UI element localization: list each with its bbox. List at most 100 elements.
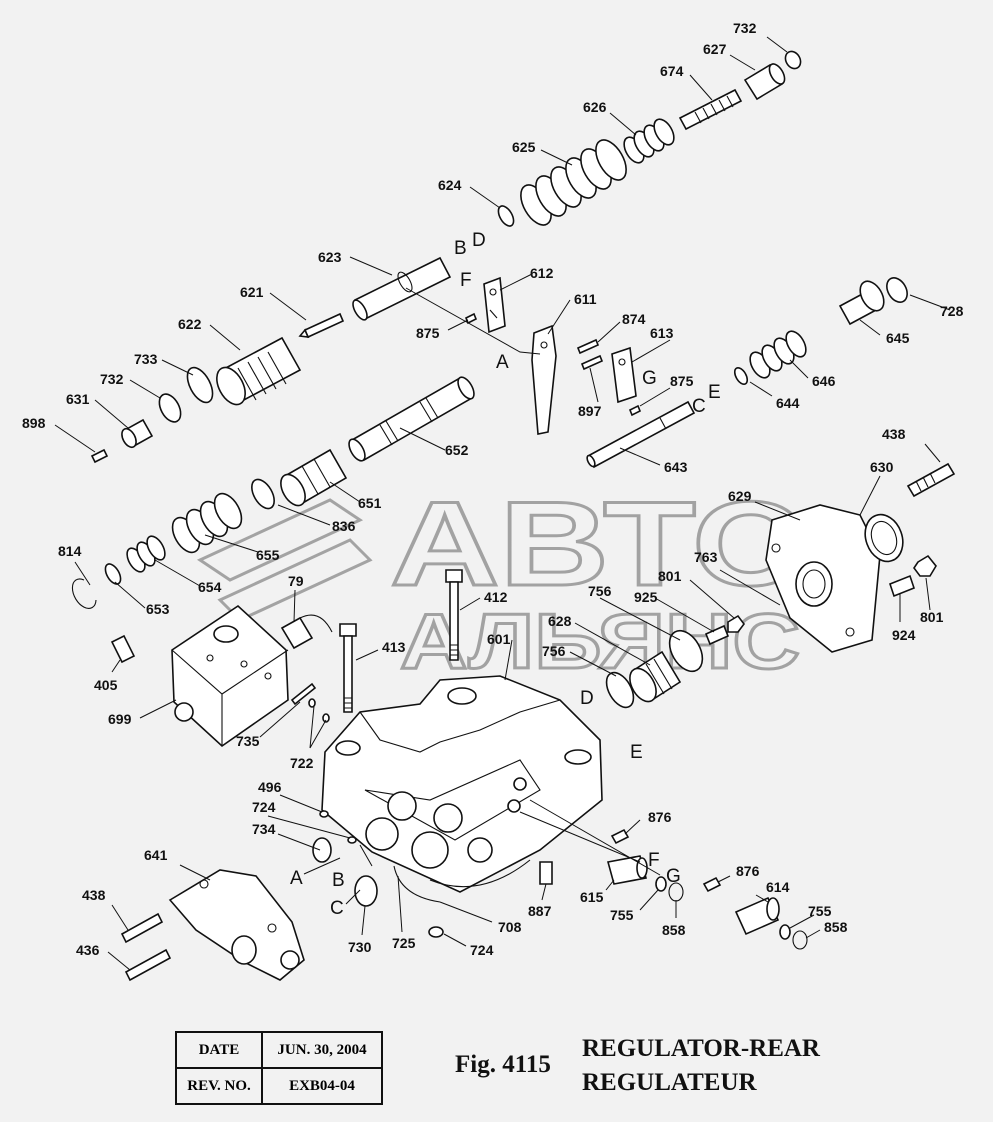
figure-title-fr: REGULATEUR	[582, 1069, 757, 1096]
stud-925	[704, 624, 730, 646]
part-label: 628	[548, 613, 572, 629]
part-label: 875	[670, 373, 694, 389]
part-label: 438	[82, 887, 106, 903]
spool-674-threads	[694, 95, 734, 124]
part-label: 611	[574, 291, 597, 307]
part-label: 898	[22, 415, 46, 431]
ring-630	[864, 513, 904, 563]
part-label: 858	[824, 919, 848, 935]
part-label: 615	[580, 889, 604, 905]
watermark: АВТО АЛЬЯНС	[196, 476, 812, 687]
spring-625	[520, 139, 627, 226]
ref-letter: F	[460, 270, 472, 291]
oring-722-a	[308, 698, 316, 708]
ref-letter: E	[630, 742, 643, 763]
part-label: 405	[94, 677, 118, 693]
part-label: 625	[512, 139, 536, 155]
ref-letter: C	[330, 898, 344, 919]
oring-724-a	[347, 836, 357, 844]
stud-924	[889, 574, 915, 598]
pin-875-a	[464, 312, 478, 325]
washer-644	[733, 367, 749, 385]
part-label: 621	[240, 284, 264, 300]
part-label: 652	[445, 442, 469, 458]
part-label: 756	[588, 583, 612, 599]
part-label: 699	[108, 711, 132, 727]
part-label: 631	[66, 391, 90, 407]
pin-897	[580, 354, 604, 371]
right-plug-assembly	[733, 277, 908, 385]
lever-611-hole	[540, 341, 548, 349]
part-label: 875	[416, 325, 440, 341]
oring-732-top	[784, 50, 802, 70]
part-label: 897	[578, 403, 602, 419]
part-label: 601	[487, 631, 511, 647]
lever-612-slot	[489, 309, 498, 319]
bolt-436	[124, 948, 172, 982]
lever-612	[483, 276, 506, 334]
oring-756-a	[668, 629, 704, 673]
fitting-628	[629, 650, 682, 703]
part-label: 814	[58, 543, 82, 559]
part-label: 876	[736, 863, 760, 879]
spool-674	[678, 88, 743, 131]
part-label: 925	[634, 589, 658, 605]
part-label: 732	[733, 20, 757, 36]
part-label: 725	[392, 935, 416, 951]
plug-645-head	[859, 280, 885, 312]
part-label: 438	[882, 426, 906, 442]
part-label: 646	[812, 373, 836, 389]
pin-876-a	[610, 828, 630, 845]
part-label: 436	[76, 942, 100, 958]
ref-letter: A	[496, 352, 509, 373]
watermark-line2: АЛЬЯНС	[400, 597, 800, 685]
oring-734	[312, 837, 332, 863]
spring-626	[623, 118, 675, 164]
part-label: 79	[288, 573, 304, 589]
cover-641	[168, 869, 305, 981]
spring-646	[749, 330, 807, 379]
oring-733	[186, 366, 214, 404]
pin-876-b	[702, 876, 722, 893]
part-label: 626	[583, 99, 607, 115]
part-label: 645	[886, 330, 910, 346]
bolt-405	[110, 634, 136, 664]
part-label: 614	[766, 879, 790, 895]
part-label: 630	[870, 459, 894, 475]
spring-654	[126, 535, 166, 573]
cover-629	[765, 504, 881, 653]
part-label: 735	[236, 733, 260, 749]
ref-letter: D	[472, 230, 486, 251]
piston-623	[353, 256, 452, 321]
rev-value: EXB04-04	[261, 1067, 383, 1105]
part-label: 627	[703, 41, 727, 57]
part-label: 654	[198, 579, 222, 595]
ring-858-b	[792, 930, 808, 950]
part-label: 724	[252, 799, 276, 815]
part-label: 623	[318, 249, 342, 265]
part-label: 722	[290, 755, 314, 771]
ref-letter: B	[332, 870, 345, 891]
ref-letter: G	[666, 866, 681, 887]
nut-801-mid	[727, 614, 745, 633]
part-label: 629	[728, 488, 752, 504]
part-label: 644	[776, 395, 800, 411]
rod-643	[586, 400, 696, 469]
spool-614-end	[766, 897, 780, 921]
part-label: 801	[658, 568, 682, 584]
ref-letter: C	[692, 396, 706, 417]
part-labels: 732 627 674 626 625 624 623 612 611 621 …	[22, 20, 964, 958]
part-label: 655	[256, 547, 280, 563]
part-label: 756	[542, 643, 566, 659]
bolt-413	[339, 623, 357, 713]
part-label: 734	[252, 821, 276, 837]
part-label: 924	[892, 627, 916, 643]
part-label: 732	[100, 371, 124, 387]
housing-601	[321, 675, 603, 893]
bolt-412	[445, 569, 463, 661]
reference-letters: B D F A G E C D E A B C F G	[290, 230, 721, 919]
part-label: 674	[660, 63, 684, 79]
part-label: 624	[438, 177, 462, 193]
ring-624	[497, 205, 515, 227]
plug-631-end	[121, 427, 137, 449]
